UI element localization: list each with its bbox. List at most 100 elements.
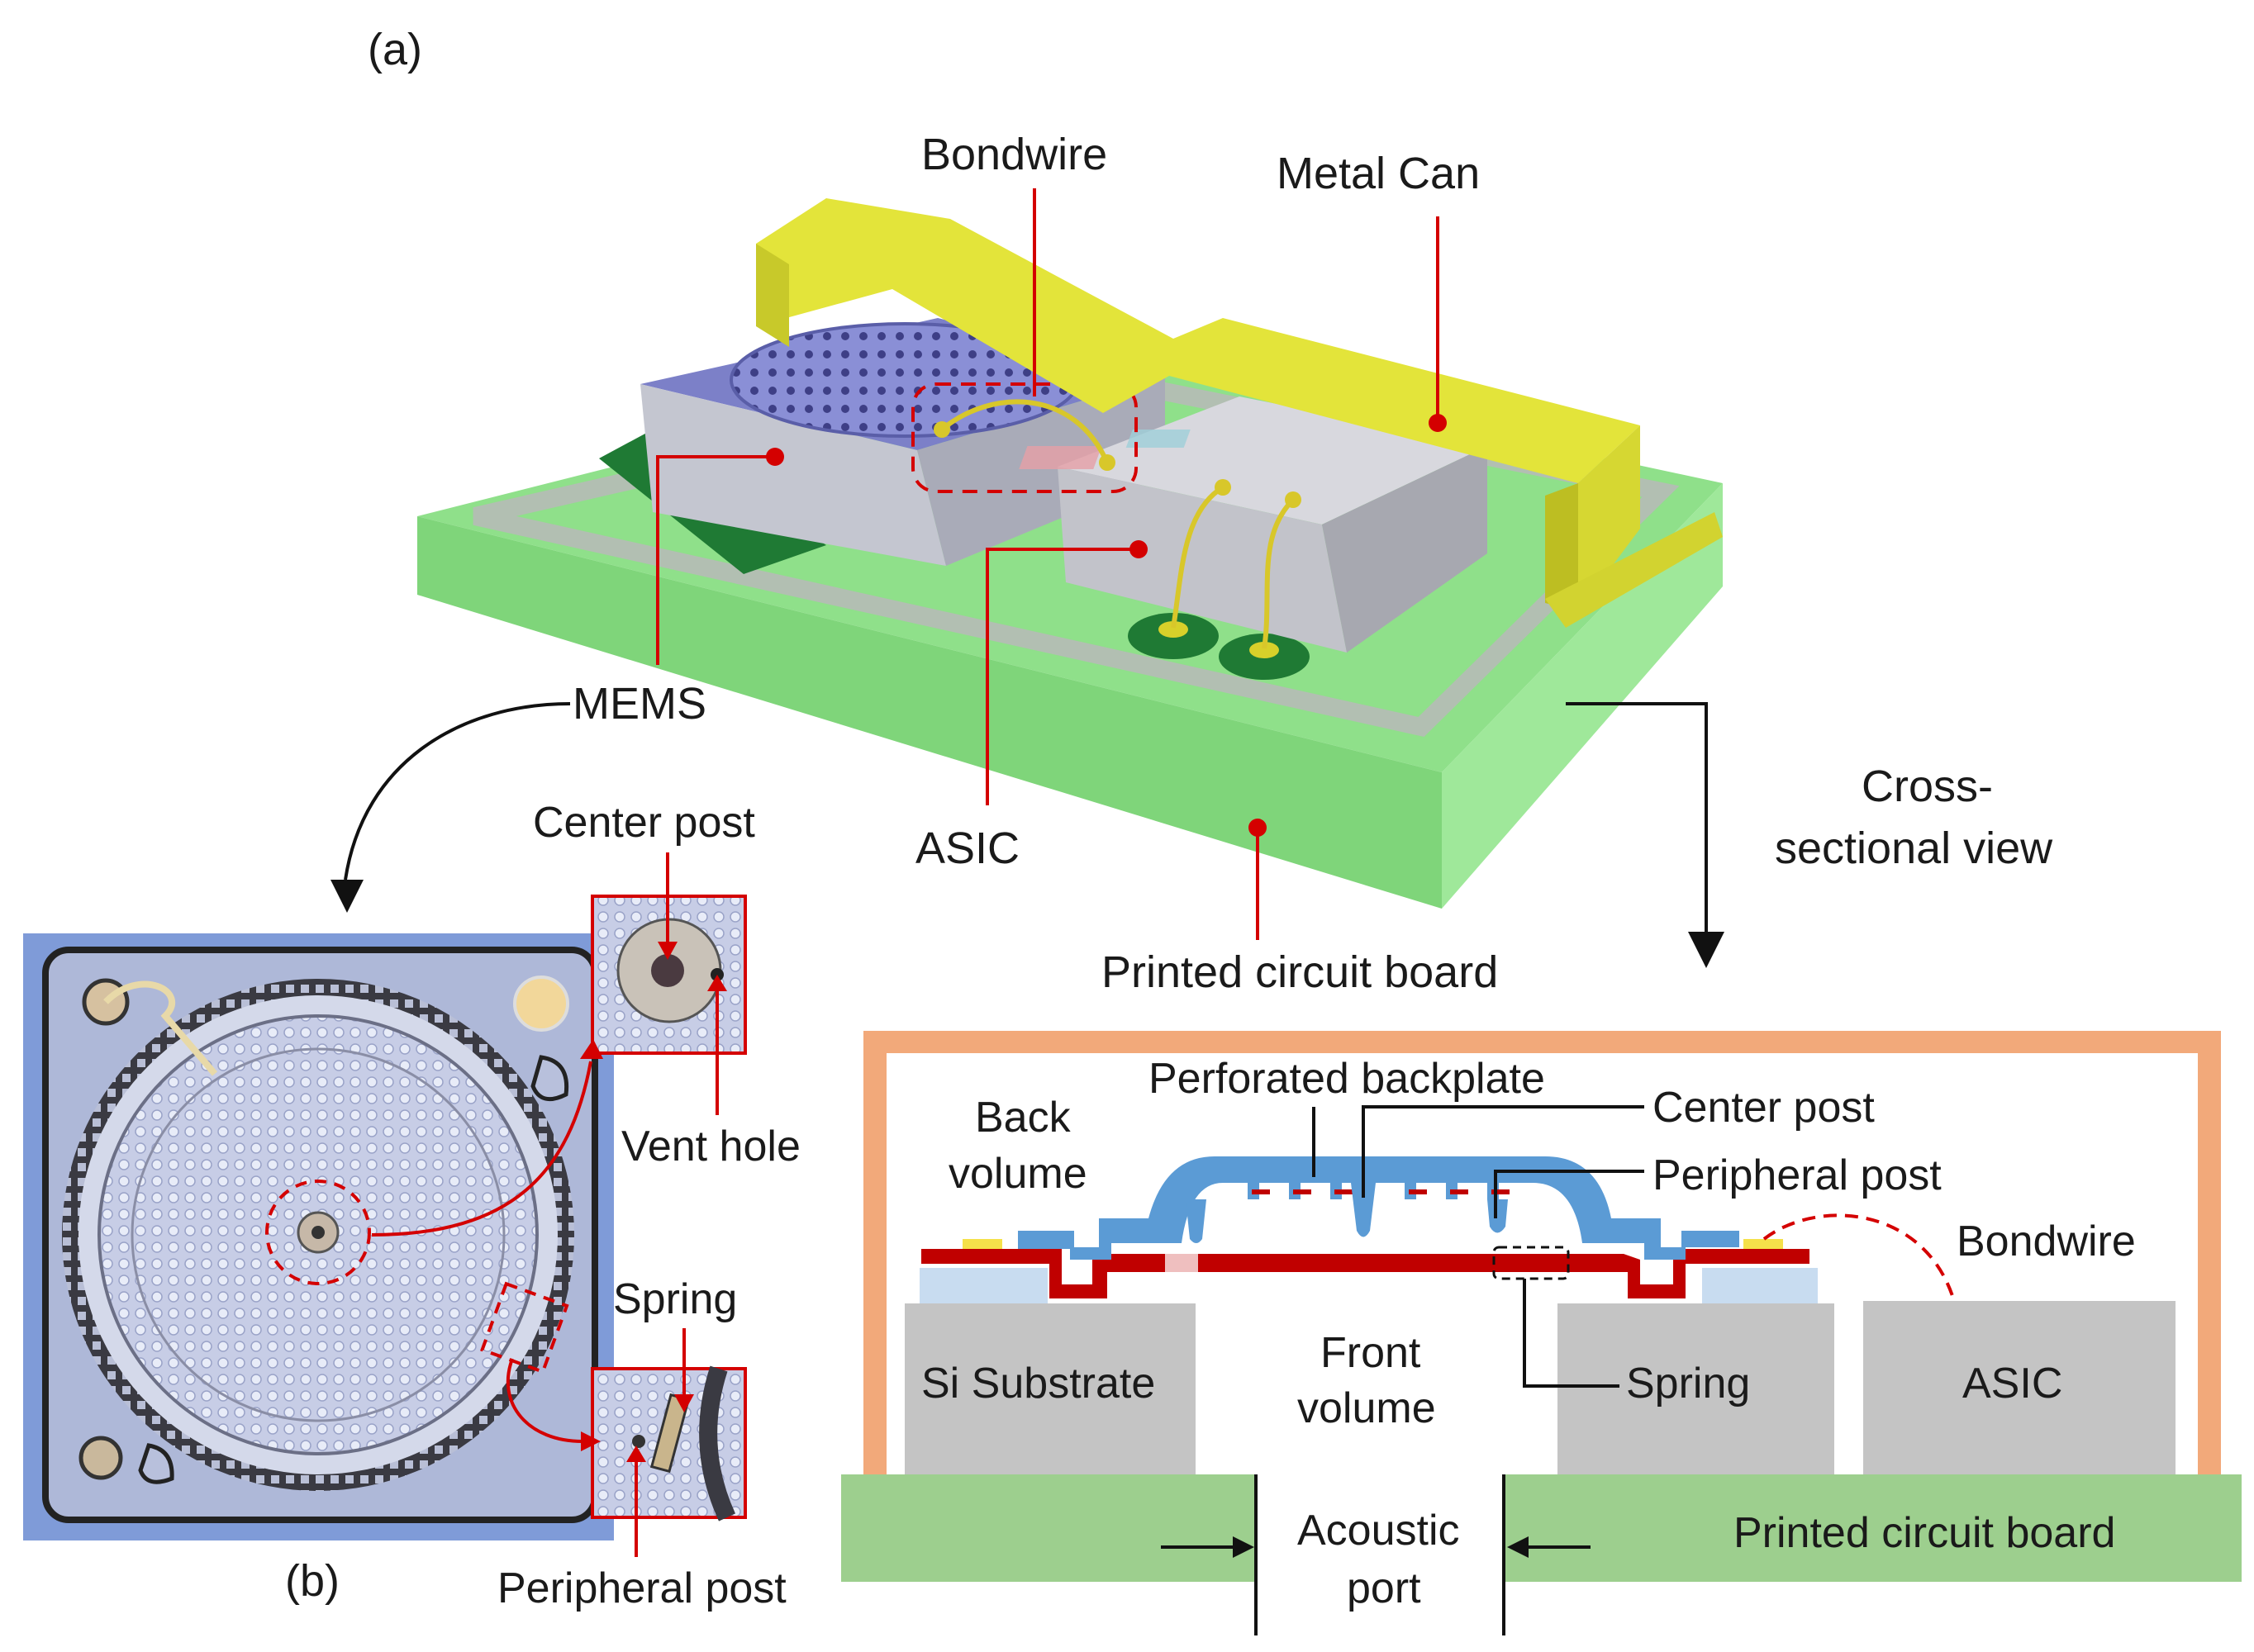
cs-label-pcb: Printed circuit board	[1733, 1509, 2115, 1557]
arrow-spring-to-inset	[506, 1358, 583, 1443]
section-oxide-left	[920, 1268, 1048, 1303]
leader-dot-asic	[1129, 540, 1148, 558]
leader-dot-metal-can	[1429, 414, 1447, 432]
cs-label-bondwire: Bondwire	[1957, 1218, 2136, 1265]
section-si-substrate-left	[905, 1303, 1196, 1474]
section-membrane	[921, 1249, 1809, 1298]
leader-mems	[656, 455, 775, 665]
label-asic: ASIC	[915, 824, 1020, 873]
panel-a-label: (a)	[368, 25, 422, 74]
micrograph-center-dot	[311, 1226, 325, 1239]
pcb-front-face	[417, 516, 1442, 909]
leader-asic	[986, 548, 1139, 805]
bondwire-highlight-box	[911, 382, 1138, 493]
micrograph-bondwire	[103, 980, 218, 1076]
cs-label-front-volume-1: Front	[1320, 1329, 1421, 1377]
section-pcb-left	[841, 1474, 1254, 1582]
cs-label-back-volume-2: volume	[949, 1150, 1087, 1198]
cs-label-peripheral-post: Peripheral post	[1652, 1151, 1942, 1199]
inset-peripheral-dot	[632, 1435, 645, 1448]
section-port-arrowhead-left	[1233, 1536, 1254, 1558]
arrowhead-peripheral-post-b	[626, 1446, 646, 1462]
bondwire-asic-pcb-2	[1262, 497, 1296, 649]
section-membrane-dashes	[1252, 1189, 1510, 1194]
micrograph-center-highlight	[265, 1180, 371, 1285]
label-bondwire: Bondwire	[921, 130, 1107, 179]
section-gap-left	[1165, 1254, 1198, 1272]
cs-label-center-post: Center post	[1652, 1084, 1875, 1132]
asic-chip-front	[1058, 467, 1347, 653]
micrograph-pad-tr	[513, 976, 569, 1032]
micrograph-vent-shape-tr	[530, 1055, 569, 1102]
micrograph-inner-ring	[131, 1047, 506, 1422]
arrowhead-spring-b	[674, 1394, 694, 1412]
section-center-post	[1351, 1183, 1376, 1237]
asic-circuit-1	[1019, 446, 1102, 469]
bond-pad-1	[1158, 621, 1188, 638]
leader-dot-mems	[766, 448, 784, 466]
arrowhead-spring-inset	[581, 1431, 601, 1451]
metal-can-front-wall	[1545, 483, 1578, 611]
label-pcb: Printed circuit board	[1101, 947, 1498, 997]
label-cross-sectional-2: sectional view	[1775, 824, 2053, 873]
arrow-mems-to-micrograph	[344, 702, 571, 881]
cs-label-spring: Spring	[1626, 1360, 1750, 1408]
bond-ball-4	[1285, 491, 1301, 508]
cs-label-acoustic-port-1: Acoustic	[1297, 1507, 1460, 1555]
asic-circuit-2	[1125, 430, 1191, 448]
cs-label-acoustic-port-2: port	[1347, 1564, 1421, 1612]
label-vent-hole: Vent hole	[621, 1123, 801, 1170]
cs-label-front-volume-2: volume	[1297, 1384, 1436, 1432]
cs-leader-spring	[1523, 1279, 1619, 1388]
arrowhead-center-inset	[580, 1039, 603, 1059]
label-peripheral-post-b: Peripheral post	[497, 1564, 787, 1612]
bond-ball-3	[1215, 479, 1231, 496]
mems-chip-side	[917, 376, 1165, 566]
section-peripheral-post-left	[1186, 1199, 1206, 1243]
arrowhead-vent-hole	[707, 975, 727, 991]
label-cross-sectional-1: Cross-	[1862, 762, 1993, 811]
cs-label-asic: ASIC	[1962, 1360, 2062, 1408]
cs-label-si-substrate: Si Substrate	[921, 1360, 1155, 1408]
section-pad-left	[963, 1239, 1002, 1249]
arrowhead-mems	[330, 880, 364, 913]
bondwire-mems-asic	[940, 399, 1110, 464]
cs-leader-center-post	[1362, 1105, 1644, 1198]
metal-can-right-wall	[1578, 425, 1640, 611]
leader-dot-pcb	[1248, 819, 1267, 837]
metal-can-top	[756, 198, 1640, 483]
section-port-arrowhead-right	[1507, 1536, 1529, 1558]
bond-ball-2	[1099, 454, 1115, 471]
arrowhead-cross-section	[1688, 932, 1724, 968]
label-metal-can: Metal Can	[1277, 149, 1480, 198]
micrograph-pad-bl	[78, 1436, 123, 1480]
inset-spring-ring	[699, 1365, 736, 1521]
metal-can-flange	[1545, 512, 1723, 628]
section-pad-right	[1743, 1239, 1783, 1249]
arrowhead-center-post	[658, 942, 678, 960]
arrow-to-cross-section	[1566, 702, 1708, 933]
inset-center-post-dot	[651, 954, 684, 987]
micrograph-vent-shape-bl	[138, 1443, 174, 1484]
bond-pad-2	[1249, 642, 1279, 658]
cs-label-back-volume-1: Back	[975, 1094, 1072, 1142]
cs-label-perforated-backplate: Perforated backplate	[1148, 1055, 1545, 1103]
pcb-right-face	[1442, 483, 1723, 909]
label-mems: MEMS	[573, 679, 706, 729]
panel-b-label: (b)	[285, 1556, 340, 1606]
bondwire-asic-pcb-1	[1171, 485, 1224, 629]
section-backplate-top	[1223, 1156, 1533, 1183]
cross-section	[841, 1031, 2242, 1635]
inset-spring	[591, 1365, 747, 1521]
section-backplate	[1018, 1156, 1739, 1260]
section-asic-block	[1863, 1301, 2176, 1474]
micrograph	[23, 933, 614, 1540]
asic-chip-side	[1322, 446, 1487, 653]
section-bondwire	[1762, 1213, 1956, 1302]
section-pcb-right	[1504, 1474, 2242, 1582]
arrow-center-to-inset	[371, 1061, 592, 1237]
section-peripheral-post-right	[1487, 1199, 1508, 1233]
label-center-post: Center post	[533, 799, 755, 847]
section-oxide-right	[1702, 1268, 1818, 1303]
